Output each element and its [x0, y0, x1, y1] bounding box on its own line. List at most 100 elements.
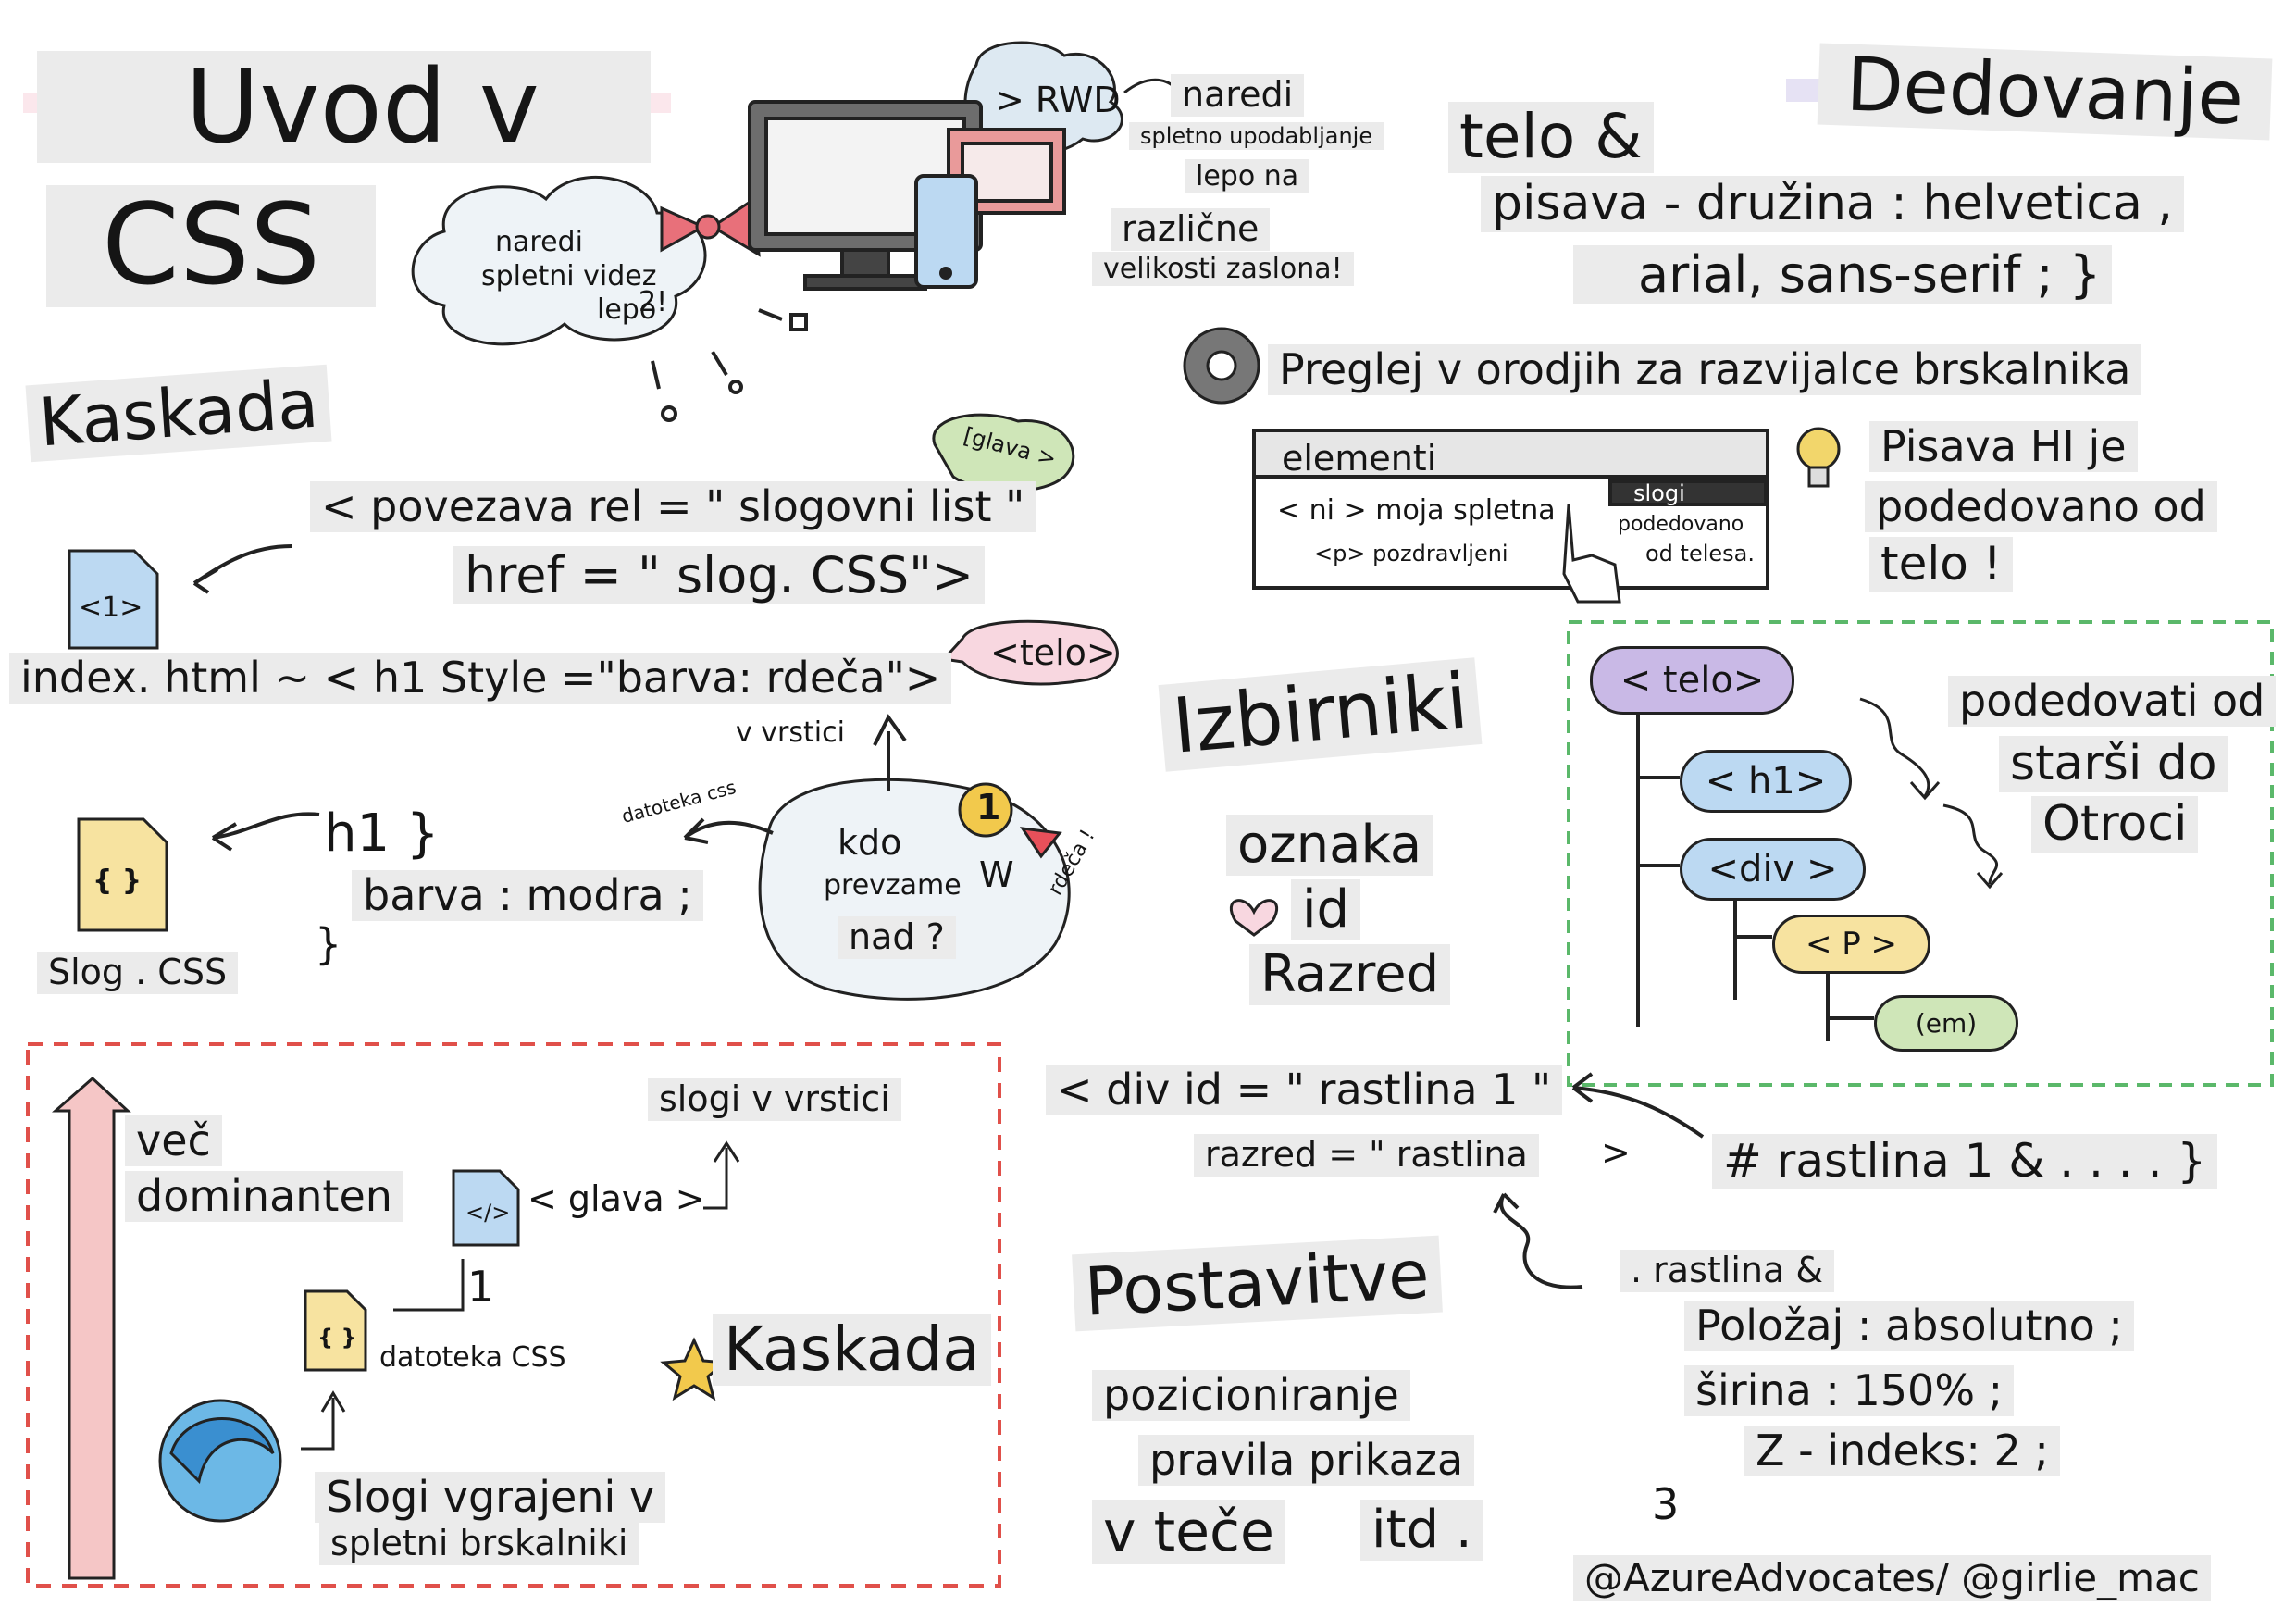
- rwd-line3: lepo na: [1185, 159, 1310, 193]
- heart-icon: [1229, 899, 1279, 937]
- class-rule-line3: širina : 150% ;: [1684, 1365, 2015, 1416]
- rwd-line5: velikosti zaslona!: [1092, 252, 1354, 286]
- glava-label: < glava >: [527, 1178, 705, 1219]
- question-line2: prevzame: [824, 869, 962, 902]
- selector-id: id: [1291, 879, 1361, 940]
- css-file-label: Slog . CSS: [37, 952, 239, 994]
- left-arrow: [683, 817, 774, 844]
- page-title-line2: CSS: [46, 185, 377, 307]
- credit: @AzureAdvocates/ @girlie_mac: [1573, 1555, 2211, 1602]
- id-arrow: [1571, 1072, 1705, 1139]
- selector-tag: oznaka: [1226, 815, 1433, 876]
- tip-line2: podedovano od: [1865, 481, 2217, 532]
- rwd-line1: naredi: [1171, 74, 1305, 117]
- lightbulb-icon: [1796, 427, 1841, 488]
- dominance-box: [26, 1042, 1001, 1588]
- class-rule-line1: . rastlina &: [1620, 1250, 1834, 1292]
- class-rule-line4: Z - indeks: 2 ;: [1744, 1426, 2060, 1476]
- devtools-elements-tab[interactable]: elementi: [1282, 438, 1437, 479]
- connector-line: [393, 1259, 465, 1312]
- link-tag-line2: href = " slog. CSS">: [453, 546, 986, 605]
- cascade-star-label: Kaskada: [713, 1314, 991, 1386]
- question-line1: kdo: [838, 822, 902, 863]
- rwd-connector: [1123, 78, 1177, 94]
- tip-line3: telo !: [1869, 537, 2013, 592]
- inheritance-rule-line3: arial, sans-serif ; }: [1573, 245, 2113, 305]
- dominance-line1: več: [125, 1115, 222, 1166]
- inherit-arrows: [1859, 697, 2004, 890]
- devtools-row1[interactable]: < ni > moja spletna: [1277, 494, 1556, 527]
- inline-label: v vrstici: [736, 716, 845, 749]
- code-file-icon: [452, 1169, 520, 1247]
- css-rule-line1: h1 }: [324, 803, 440, 864]
- devtools-styles-tab[interactable]: slogi: [1633, 480, 1685, 506]
- class-arrow: [1493, 1192, 1583, 1289]
- rwd-tag: > RWD: [995, 80, 1121, 120]
- tree-lines: [1636, 713, 1874, 1041]
- inline-styles-label: slogi v vrstici: [648, 1078, 901, 1121]
- devtools-label: Preglej v orodjih za razvijalce brskalni…: [1268, 344, 2142, 395]
- dominance-line2: dominanten: [125, 1171, 403, 1222]
- css-file-icon-label: { }: [93, 865, 143, 897]
- devtools-row2[interactable]: <p> pozdravljeni: [1314, 541, 1508, 567]
- page-title-line1: Uvod v: [37, 51, 651, 163]
- tree-node-div: <div >: [1680, 838, 1866, 901]
- up-arrow: [873, 714, 907, 791]
- css-rule-line3: }: [315, 919, 342, 969]
- link-tag-line1: < povezava rel = " slogovni list ": [310, 481, 1036, 532]
- phone-icon: [914, 174, 978, 289]
- intro-cloud-line2: spletni videz: [481, 260, 657, 293]
- css-file-icon-small: [304, 1289, 367, 1372]
- priority-number: 1: [467, 1262, 495, 1312]
- hand-cursor-icon: [1562, 504, 1621, 604]
- inheritance-rule-line1: telo &: [1448, 102, 1654, 173]
- html-file-icon: [68, 549, 159, 650]
- intro-cloud-number: 2!: [639, 286, 668, 318]
- devtools-from-body: od telesa.: [1645, 541, 1755, 567]
- css-file-label-small: datoteka CSS: [379, 1341, 566, 1374]
- medal-letter: W: [979, 854, 1014, 895]
- sparkle-marks: [651, 308, 808, 422]
- browser-styles-line1: Slogi vgrajeni v: [315, 1472, 666, 1523]
- tip-line1: Pisava HI je: [1869, 421, 2138, 472]
- selector-class: Razred: [1249, 944, 1451, 1005]
- browser-styles-line2: spletni brskalniki: [319, 1523, 639, 1565]
- link-arrow: [192, 544, 292, 594]
- body-bubble-shape: [941, 619, 1119, 686]
- devtools-inherited: podedovano: [1618, 513, 1744, 536]
- tree-node-em: (em): [1874, 995, 2018, 1052]
- tree-node-p: < P >: [1772, 915, 1930, 974]
- class-rule-line2: Položaj : absolutno ;: [1684, 1301, 2134, 1351]
- glava-arrow: [703, 1140, 740, 1210]
- div-example-line2: razred = " rastlina: [1194, 1134, 1539, 1177]
- intro-cloud: [411, 176, 707, 346]
- tree-box: [1567, 620, 2274, 1087]
- browser-logo-icon: [158, 1399, 282, 1523]
- layout-item3: v teče: [1092, 1500, 1285, 1564]
- gear-icon: [1183, 327, 1260, 405]
- rwd-line2: spletno upodabljanje: [1129, 122, 1384, 151]
- layout-item1: pozicioniranje: [1092, 1370, 1410, 1421]
- dominance-arrow: [52, 1076, 131, 1580]
- inline-style-line: index. html ~ < h1 Style ="barva: rdeča"…: [9, 653, 952, 704]
- question-line3: nad ?: [838, 916, 956, 959]
- inheritance-rule-line2: pisava - družina : helvetica ,: [1481, 176, 2184, 233]
- tree-node-h1: < h1>: [1680, 750, 1852, 813]
- medal-number: 1: [976, 787, 1001, 828]
- layout-item4: itd .: [1360, 1500, 1483, 1561]
- browser-arrow: [301, 1390, 346, 1451]
- medal-icon: [958, 782, 1062, 859]
- inheritance-heading: Dedovanje: [1817, 42, 2273, 141]
- intro-cloud-line3: lepo: [597, 293, 657, 326]
- class-rule-line5: 3: [1652, 1479, 1680, 1529]
- layout-item2: pravila prikaza: [1138, 1435, 1475, 1486]
- css-rule-arrow: [211, 812, 320, 852]
- intro-cloud-line1: naredi: [495, 226, 583, 258]
- tree-inherit-line3: Otroci: [2031, 796, 2199, 853]
- tree-node-body: < telo>: [1590, 646, 1794, 715]
- div-example-line1: < div id = " rastlina 1 ": [1046, 1065, 1563, 1115]
- css-rule-line2: barva : modra ;: [352, 870, 703, 921]
- tree-inherit-line2: starši do: [1999, 736, 2228, 793]
- html-file-label: <1>: [79, 592, 143, 624]
